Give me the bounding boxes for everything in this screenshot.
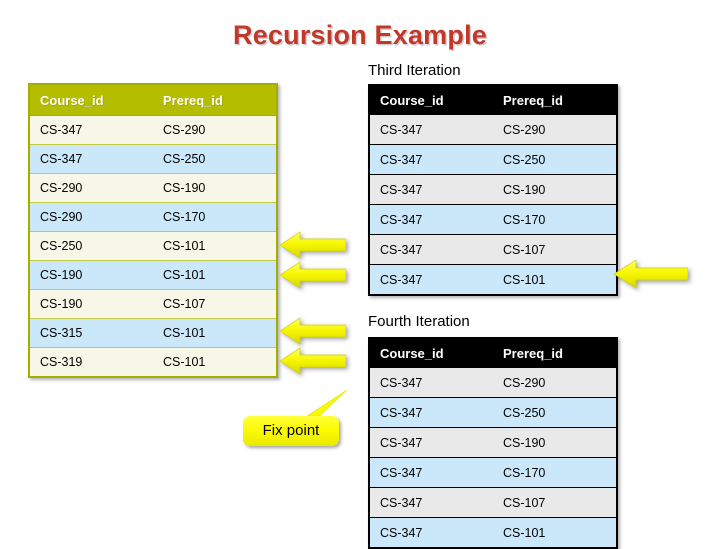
cell-prereq-id: CS-170 xyxy=(493,204,616,235)
cell-prereq-id: CS-107 xyxy=(153,289,276,319)
cell-course-id: CS-347 xyxy=(30,115,153,145)
page-title: Recursion Example xyxy=(233,20,487,50)
table-header-row: Course_id Prereq_id xyxy=(370,339,616,368)
cell-course-id: CS-347 xyxy=(370,174,493,205)
column-header-course-id: Course_id xyxy=(370,86,493,115)
cell-prereq-id: CS-290 xyxy=(493,114,616,145)
cell-course-id: CS-347 xyxy=(370,204,493,235)
callout-bubble xyxy=(243,416,339,446)
fix-point-callout: Fix point xyxy=(243,390,347,446)
cell-prereq-id: CS-290 xyxy=(493,367,616,398)
left-arrow-icon-4 xyxy=(280,346,346,376)
left-arrow-icon-3 xyxy=(280,316,346,346)
cell-course-id: CS-319 xyxy=(30,347,153,376)
column-header-prereq-id: Prereq_id xyxy=(153,85,276,116)
table-header-row: Course_id Prereq_id xyxy=(30,85,276,116)
cell-course-id: CS-347 xyxy=(370,367,493,398)
cell-prereq-id: CS-107 xyxy=(493,234,616,265)
column-header-course-id: Course_id xyxy=(30,85,153,116)
cell-prereq-id: CS-101 xyxy=(493,264,616,294)
cell-prereq-id: CS-101 xyxy=(493,517,616,547)
cell-course-id: CS-250 xyxy=(30,231,153,261)
column-header-prereq-id: Prereq_id xyxy=(493,86,616,115)
cell-prereq-id: CS-101 xyxy=(153,318,276,348)
cell-course-id: CS-347 xyxy=(370,114,493,145)
cell-prereq-id: CS-290 xyxy=(153,115,276,145)
cell-prereq-id: CS-101 xyxy=(153,231,276,261)
fourth-iteration-caption: Fourth Iteration xyxy=(368,313,470,330)
cell-prereq-id: CS-107 xyxy=(493,487,616,518)
column-header-course-id: Course_id xyxy=(370,339,493,368)
cell-prereq-id: CS-170 xyxy=(153,202,276,232)
cell-prereq-id: CS-101 xyxy=(153,260,276,290)
cell-prereq-id: CS-190 xyxy=(153,173,276,203)
left-arrow-icon-2 xyxy=(280,260,346,290)
cell-course-id: CS-347 xyxy=(370,144,493,175)
cell-course-id: CS-347 xyxy=(370,397,493,428)
right-arrow-icon-1 xyxy=(614,258,688,290)
cell-course-id: CS-347 xyxy=(370,427,493,458)
cell-prereq-id: CS-250 xyxy=(153,144,276,174)
cell-course-id: CS-347 xyxy=(30,144,153,174)
cell-prereq-id: CS-170 xyxy=(493,457,616,488)
cell-course-id: CS-347 xyxy=(370,517,493,547)
cell-course-id: CS-347 xyxy=(370,264,493,294)
cell-prereq-id: CS-101 xyxy=(153,347,276,376)
cell-course-id: CS-190 xyxy=(30,260,153,290)
table-header-row: Course_id Prereq_id xyxy=(370,86,616,115)
cell-course-id: CS-347 xyxy=(370,487,493,518)
cell-course-id: CS-347 xyxy=(370,457,493,488)
cell-course-id: CS-190 xyxy=(30,289,153,319)
column-header-prereq-id: Prereq_id xyxy=(493,339,616,368)
cell-prereq-id: CS-190 xyxy=(493,427,616,458)
cell-course-id: CS-315 xyxy=(30,318,153,348)
callout-tail-icon xyxy=(301,390,347,420)
fix-point-label: Fix point xyxy=(262,422,320,439)
cell-prereq-id: CS-250 xyxy=(493,397,616,428)
cell-course-id: CS-290 xyxy=(30,173,153,203)
third-iteration-caption: Third Iteration xyxy=(368,62,461,79)
cell-prereq-id: CS-250 xyxy=(493,144,616,175)
cell-prereq-id: CS-190 xyxy=(493,174,616,205)
left-arrow-icon-1 xyxy=(280,230,346,260)
cell-course-id: CS-347 xyxy=(370,234,493,265)
cell-course-id: CS-290 xyxy=(30,202,153,232)
